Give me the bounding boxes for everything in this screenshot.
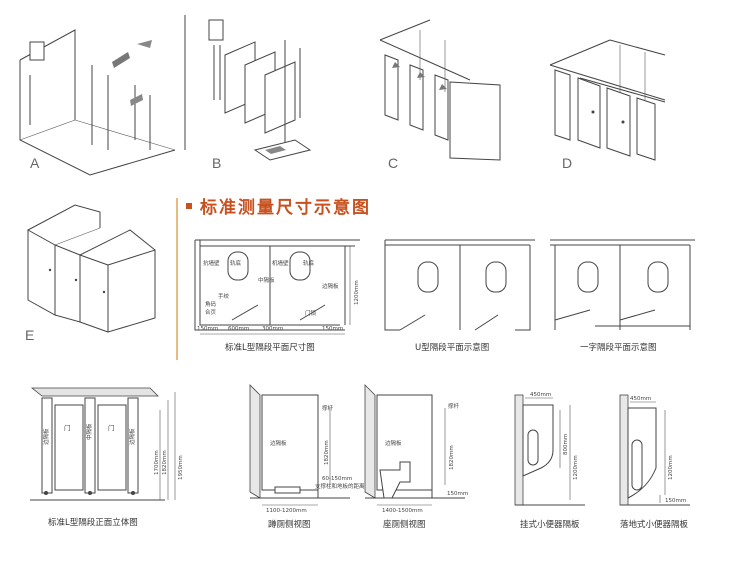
floor-urinal-drawing: [619, 394, 690, 506]
caption-floor-urinal: 落地式小便器隔板: [620, 519, 689, 530]
elevation-door2: 门: [108, 423, 115, 432]
caption-u-plan: U型隔段平面示意图: [415, 342, 489, 353]
l-plan-dim-600: 600mm: [228, 326, 249, 332]
u-plan-drawing: [384, 239, 535, 331]
l-plan-corner2-label: 合页: [205, 308, 217, 316]
elevation-dim-1700: 1700mm: [154, 450, 160, 475]
l-plan-valve-label: 轨底: [230, 259, 242, 267]
elevation-door1: 门: [64, 423, 71, 432]
floor-urinal-h3: 1200mm: [668, 455, 674, 480]
wall-urinal-h1: 800mm: [563, 434, 569, 455]
l-plan-dim-1200: 1200mm: [354, 280, 360, 305]
squat-width-label: 1100-1200mm: [266, 508, 307, 514]
l-plan-drawing: [194, 239, 360, 335]
l-elevation-drawing: [30, 387, 176, 501]
l-plan-side-board-label: 边隔板: [322, 282, 339, 290]
caption-seat-side: 座厕侧视图: [383, 519, 426, 530]
caption-straight-plan: 一字隔段平面示意图: [580, 342, 657, 353]
step-label-d: D: [562, 155, 572, 171]
l-plan-lock-label: 门锁: [305, 309, 317, 317]
step-label-e: E: [25, 327, 34, 343]
elevation-mid-board: 中隔板: [85, 423, 93, 440]
elevation-dim-1820: 1820mm: [162, 450, 168, 475]
section-title: 标准测量尺寸示意图: [200, 197, 371, 218]
seat-dim-150: 150mm: [447, 491, 468, 497]
l-plan-valve3-label: 轨底: [303, 259, 315, 267]
wall-urinal-drawing: [514, 394, 585, 506]
squat-gap-label: 60-150mm: [322, 476, 352, 482]
caption-l-plan: 标准L型隔段平面尺寸图: [225, 342, 315, 353]
floor-urinal-h4: 150mm: [665, 498, 686, 504]
wall-urinal-h2: 1200mm: [573, 455, 579, 480]
seat-side-drawing: [364, 384, 465, 506]
squat-bar-label: 撑杆: [322, 404, 334, 412]
elevation-dim-1950: 1950mm: [178, 455, 184, 480]
l-plan-middle-board-label: 中隔板: [258, 276, 275, 284]
step-d-illustration: [549, 39, 666, 161]
wall-urinal-w: 450mm: [530, 392, 551, 398]
squat-gap-note: 支撑柱和地板的距离: [315, 482, 365, 490]
caption-squat-side: 蹲厕侧视图: [268, 519, 311, 530]
seat-dim-1820: 1820mm: [449, 445, 455, 470]
seat-width-label: 1400-1500mm: [382, 508, 423, 514]
squat-side-drawing: [249, 384, 350, 506]
step-label-b: B: [212, 155, 221, 171]
step-b-illustration: [184, 15, 312, 161]
l-plan-wall-label: 抗墙壁: [203, 259, 220, 267]
elevation-right-board: 边隔板: [128, 428, 136, 445]
step-label-a: A: [30, 155, 40, 171]
step-label-c: C: [388, 155, 398, 171]
squat-side-board-label: 边隔板: [270, 439, 287, 447]
seat-side-board-label: 边隔板: [385, 439, 402, 447]
caption-wall-urinal: 挂式小便器隔板: [520, 519, 580, 530]
elevation-left-board: 边隔板: [42, 428, 50, 445]
l-plan-dim-150b: 150mm: [322, 326, 343, 332]
floor-urinal-w: 450mm: [630, 396, 651, 402]
l-plan-hinge-label: 手绞: [218, 292, 230, 300]
title-bullet: [186, 203, 192, 209]
step-c-illustration: [379, 19, 501, 161]
step-a-illustration: [19, 29, 176, 176]
step-e-illustration: [27, 204, 156, 333]
caption-l-elevation: 标准L型隔段正面立体图: [48, 517, 138, 528]
l-plan-valve2-label: 机墙壁: [272, 259, 289, 267]
l-plan-dim-300: 300mm: [262, 326, 283, 332]
l-plan-dim-150: 150mm: [197, 326, 218, 332]
l-plan-corner-label: 角码: [205, 300, 217, 308]
straight-plan-drawing: [550, 239, 695, 330]
squat-dim-1820: 1820mm: [324, 440, 330, 465]
seat-bar-label: 撑杆: [448, 402, 460, 410]
